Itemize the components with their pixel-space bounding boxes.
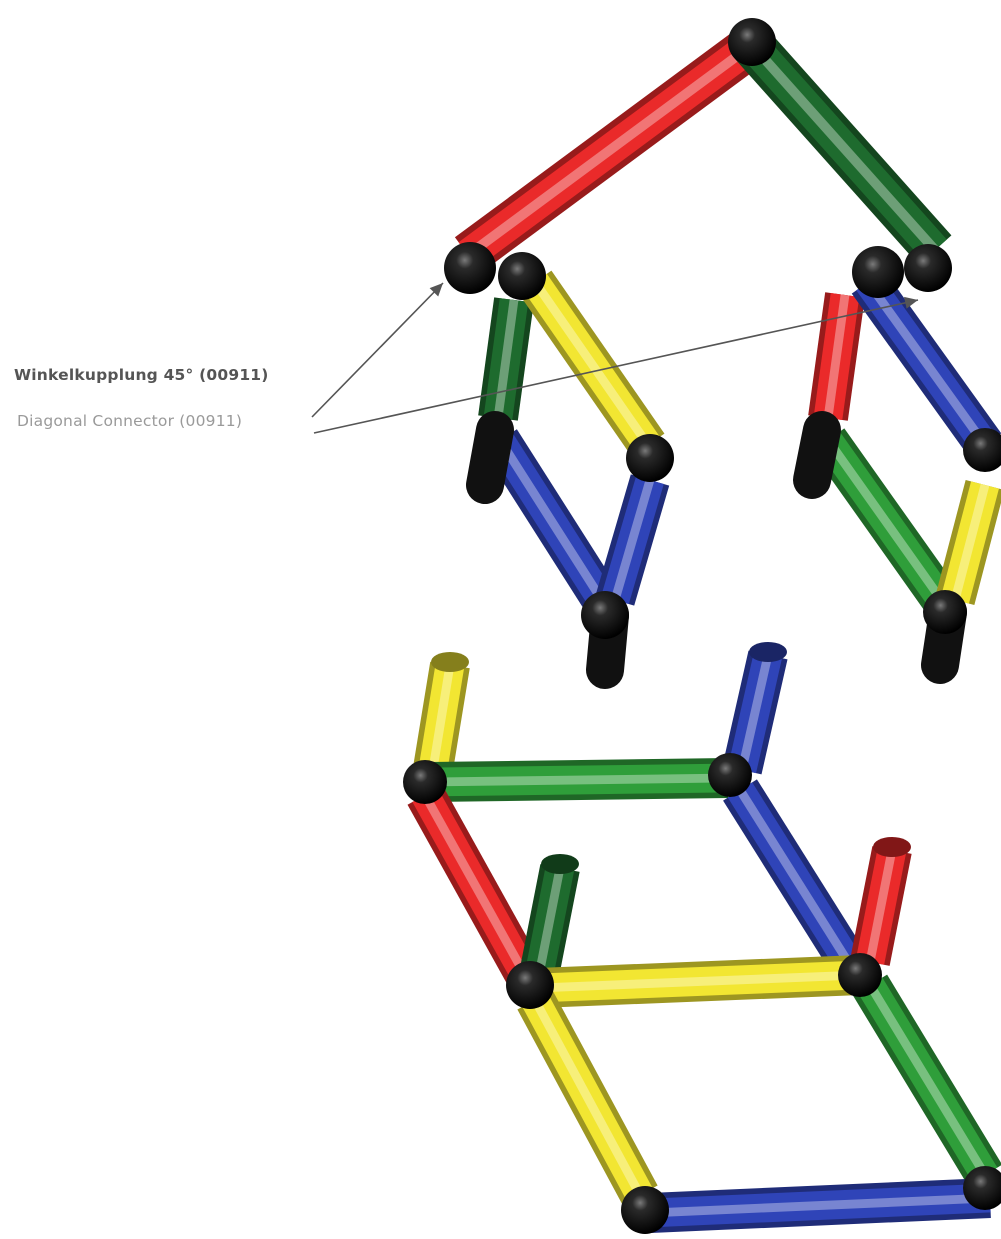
tube-end-cap-2 [749, 642, 787, 662]
ball-connector-10 [403, 760, 447, 804]
ball-connector-15 [963, 1166, 1001, 1210]
tube-red-7 [808, 292, 865, 421]
tube-red-1 [454, 27, 766, 273]
tube-green-dark-3 [478, 297, 534, 421]
tube-blue-5 [483, 429, 622, 616]
callout-label-english: Diagonal Connector (00911) [17, 412, 243, 430]
tube-end-cap-4 [873, 837, 911, 857]
callout-label-german: Winkelkupplung 45° (00911) [14, 366, 269, 384]
tube-blue-13 [722, 650, 788, 775]
ball-connector-2 [444, 242, 496, 294]
tube-green-20 [852, 974, 1001, 1186]
tube-green-9 [811, 428, 962, 617]
tube-green-12 [429, 758, 729, 802]
tube-yellow-4 [518, 270, 665, 457]
tube-end-cap-3 [541, 854, 579, 874]
ball-connector-11 [708, 753, 752, 797]
ball-connector-14 [621, 1186, 669, 1234]
ball-connector-1 [728, 18, 776, 66]
tube-blue-8 [851, 270, 1001, 457]
tube-end-cap-1 [431, 652, 469, 672]
ball-connector-5 [904, 244, 952, 292]
tube-yellow-18 [537, 955, 861, 1008]
tube-blue-15 [723, 779, 867, 976]
tube-yellow-11 [412, 661, 470, 779]
ball-connector-7 [963, 428, 1001, 472]
foot-connector-1 [466, 411, 514, 504]
tube-green-dark-2 [735, 30, 952, 265]
ball-connector-4 [852, 246, 904, 298]
foot-connector-3 [793, 411, 841, 499]
tube-green-dark-16 [518, 864, 580, 984]
tube-blue-6 [595, 474, 670, 606]
ball-connector-8 [581, 591, 629, 639]
tube-red-17 [850, 846, 912, 966]
tube-yellow-19 [517, 990, 658, 1205]
tube-red-14 [407, 785, 543, 985]
callout-arrow-right [313, 296, 919, 434]
ball-connector-12 [506, 961, 554, 1009]
ball-connector-6 [626, 434, 674, 482]
callout-arrow-left [311, 282, 444, 418]
ball-connector-9 [923, 590, 967, 634]
ball-connector-3 [498, 252, 546, 300]
tube-blue-21 [649, 1178, 991, 1233]
ball-connector-13 [838, 953, 882, 997]
tube-yellow-10 [935, 479, 1001, 606]
